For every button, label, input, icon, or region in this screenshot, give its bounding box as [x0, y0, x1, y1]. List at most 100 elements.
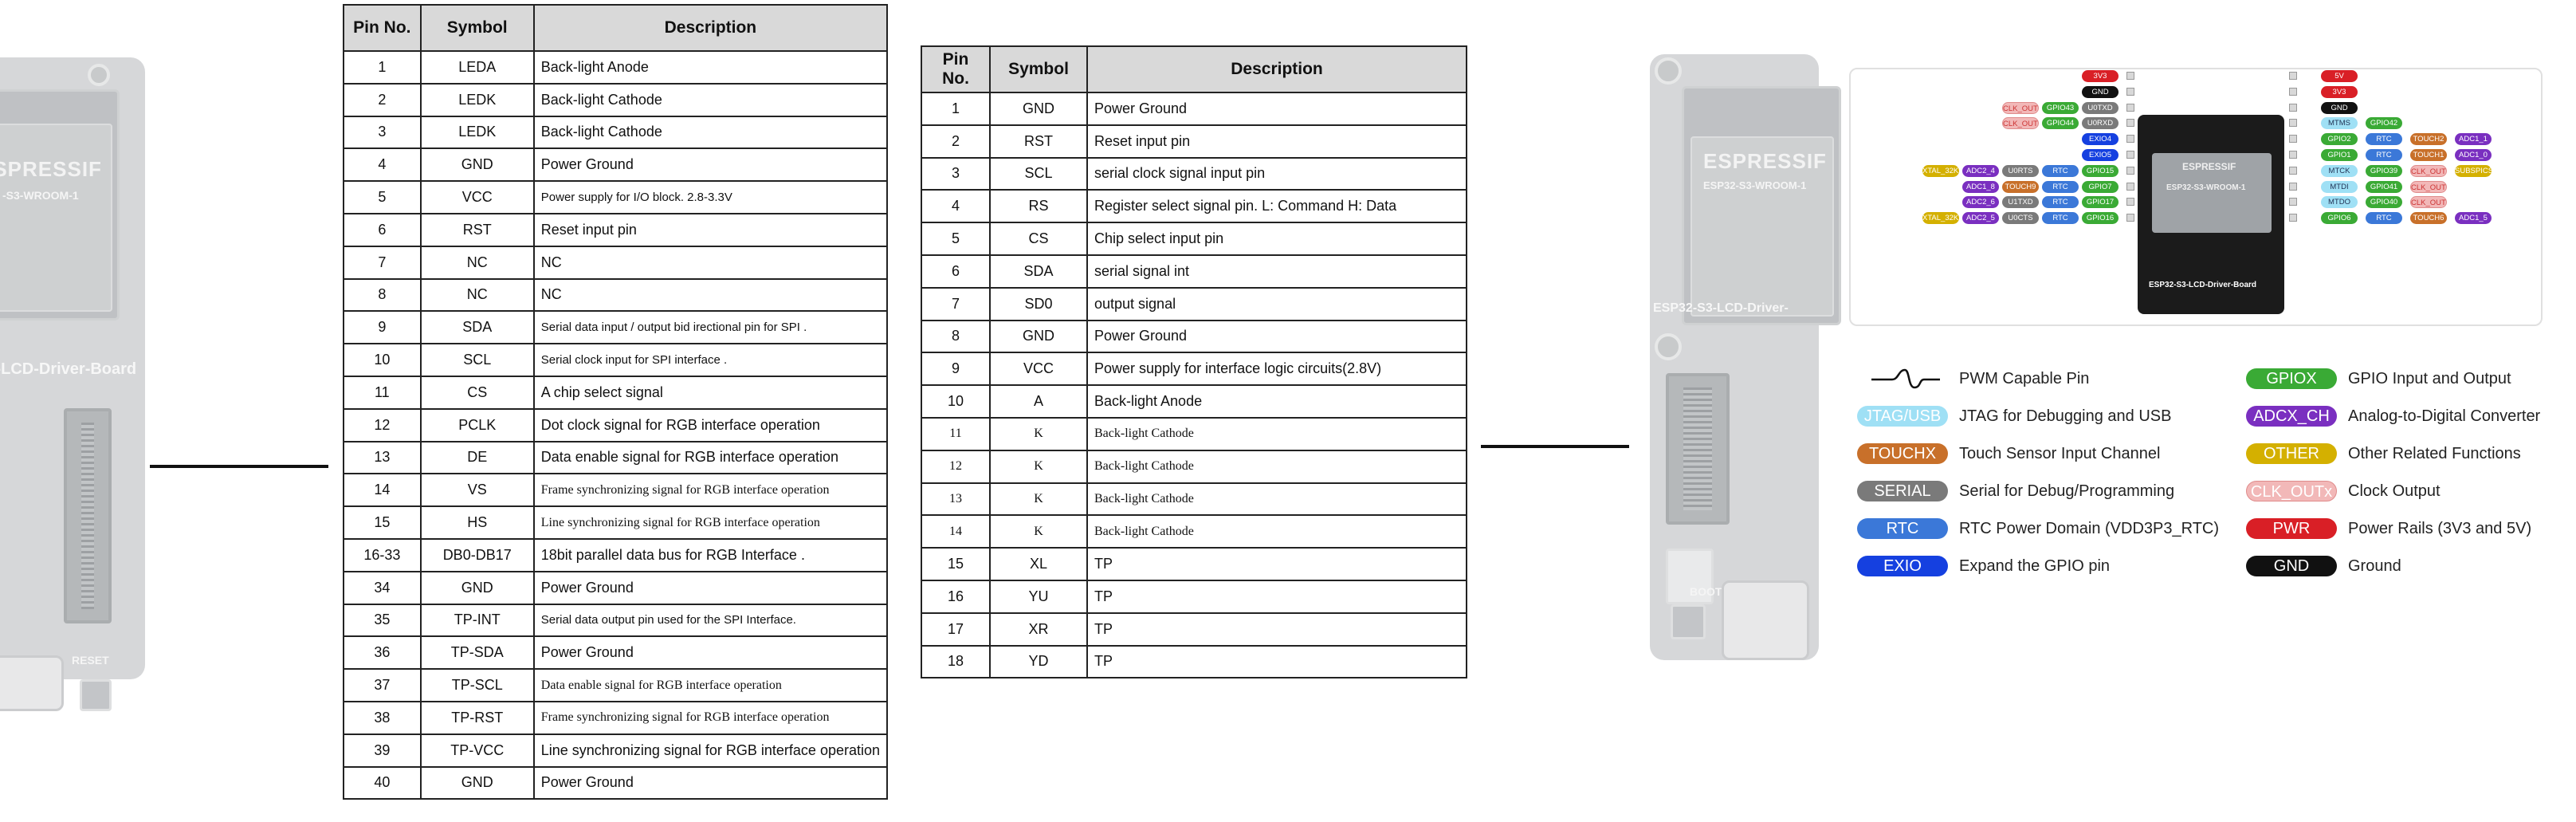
description-cell: output signal	[1086, 286, 1467, 321]
wifi-module: ESPRESSIF -S3-WROOM-1	[0, 89, 120, 321]
pin-label-mtdi: MTDI	[2321, 180, 2358, 193]
legend-text: PWM Capable Pin	[1959, 369, 2090, 387]
pin-label-xtal-32k-p: XTAL_32K_P	[1922, 164, 1959, 177]
pin-number-cell: 6	[343, 212, 422, 247]
header-pin	[2126, 182, 2134, 191]
description-cell: Power Ground	[532, 765, 889, 800]
symbol-cell: RS	[989, 189, 1088, 224]
pin-number-cell: 5	[921, 222, 991, 256]
header-pin	[2126, 87, 2134, 96]
description-cell: 18bit parallel data bus for RGB Interfac…	[532, 537, 889, 572]
connector-line-right	[1481, 445, 1629, 448]
description-cell: Serial clock input for SPI interface .	[532, 343, 889, 377]
description-cell: Back-light Cathode	[532, 82, 889, 117]
mounting-hole-icon	[88, 64, 110, 86]
pin-label-gpio6: GPIO6	[2321, 212, 2358, 225]
legend-pill-gnd: GND	[2246, 556, 2337, 576]
boot-label: BOOT	[1690, 585, 1722, 598]
pin-label-xtal-32k-n: XTAL_32K_N	[1922, 212, 1959, 225]
description-cell: Power Ground	[532, 635, 889, 671]
description-cell: Back-light Cathode	[532, 115, 889, 150]
pin-number-cell: 1	[343, 50, 422, 85]
legend-pill-pwr: PWR	[2246, 518, 2337, 539]
description-cell: serial signal int	[1086, 254, 1467, 289]
pin-label-mtdo: MTDO	[2321, 196, 2358, 209]
pin-label-gpio2: GPIO2	[2321, 133, 2358, 146]
reset-button	[80, 679, 112, 711]
pin-label-clk-out1: CLK_OUT1	[2410, 180, 2447, 193]
symbol-cell: PCLK	[419, 407, 535, 442]
header-pin	[2289, 103, 2297, 112]
pin-number-cell: 39	[343, 733, 422, 768]
chip-board-name: ESP32-S3-LCD-Driver-Board	[2149, 281, 2257, 289]
legend-text: RTC Power Domain (VDD3P3_RTC)	[1959, 519, 2220, 537]
symbol-cell: RST	[989, 124, 1088, 159]
legend-pill-touch: TOUCHX	[1857, 443, 1948, 464]
description-cell: Back-light Anode	[532, 50, 889, 85]
legend-pill-gpio: GPIOX	[2246, 368, 2337, 389]
description-cell: Frame synchronizing signal for RGB inter…	[532, 473, 889, 508]
usb-port	[0, 655, 64, 711]
header-pin	[2126, 151, 2134, 159]
pin-number-cell: 8	[343, 277, 422, 313]
pin-label-gpio17: GPIO17	[2082, 196, 2119, 209]
legend-pill-jtag: JTAG/USB	[1857, 406, 1948, 427]
header-description: Description	[1086, 45, 1467, 93]
symbol-cell: SCL	[419, 343, 535, 377]
module-brand: ESPRESSIF	[0, 157, 102, 181]
pinout-diagram: ESPRESSIF ESP32-S3-WROOM-1 ESP32-S3-LCD-…	[1849, 68, 2543, 326]
pin-number-cell: 11	[921, 416, 991, 451]
pin-label-touch9: TOUCH9	[2002, 180, 2039, 193]
legend-pill-clk: CLK_OUTx	[2246, 481, 2337, 501]
pin-label-u1txd: U1TXD	[2002, 196, 2039, 209]
description-cell: Reset input pin	[1086, 124, 1467, 159]
header-pin	[2289, 72, 2297, 80]
pin-number-cell: 6	[921, 254, 991, 289]
pin-number-cell: 15	[343, 505, 422, 540]
pin-label-adc1-0: ADC1_0	[2455, 149, 2492, 161]
pin-label-rtc: RTC	[2366, 133, 2402, 146]
chip-module: ESPRESSIF ESP32-S3-WROOM-1	[2152, 153, 2272, 233]
symbol-cell: TP-INT	[419, 603, 535, 638]
pin-label-u0cts: U0CTS	[2002, 212, 2039, 225]
pin-number-cell: 35	[343, 603, 422, 638]
pin-label-3v3: 3V3	[2082, 70, 2119, 82]
chip-brand: ESPRESSIF	[2182, 161, 2236, 172]
legend-text: Expand the GPIO pin	[1959, 557, 2111, 575]
pin-label-exio4: EXIO4	[2082, 133, 2119, 146]
description-cell: Register select signal pin. L: Command H…	[1086, 189, 1467, 224]
pin-label-exio5: EXIO5	[2082, 149, 2119, 161]
description-cell: Back-light Cathode	[1086, 514, 1467, 549]
connector-line-left	[150, 465, 328, 468]
pin-number-cell: 9	[343, 310, 422, 345]
reset-label: RESET	[72, 654, 109, 667]
pin-number-cell: 13	[343, 440, 422, 475]
symbol-cell: SCL	[989, 156, 1088, 191]
pin-label-gpio40: GPIO40	[2366, 196, 2402, 209]
symbol-cell: CS	[989, 222, 1088, 256]
description-cell: Data enable signal for RGB interface ope…	[532, 440, 889, 475]
pin-number-cell: 18	[921, 644, 991, 679]
header-pin	[2126, 198, 2134, 206]
pin-label-subspics1: SUBSPICS1	[2455, 164, 2492, 177]
header-description: Description	[532, 4, 889, 52]
